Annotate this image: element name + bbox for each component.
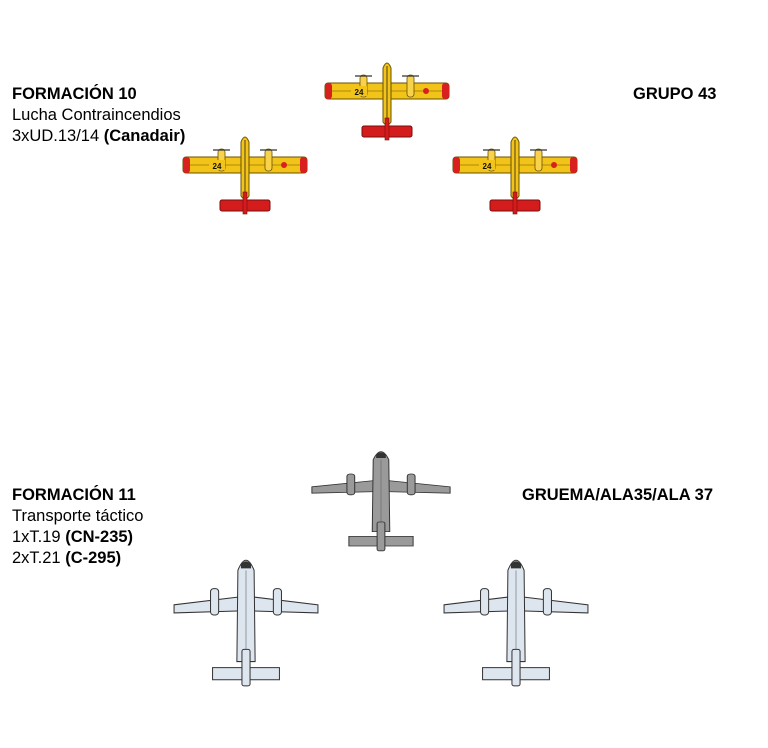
formation11-role: Transporte táctico — [12, 506, 143, 527]
formation10-title: FORMACIÓN 10 — [12, 84, 185, 105]
formation10-aircraft: 3xUD.13/14 (Canadair) — [12, 126, 185, 147]
formation11-group: GRUEMA/ALA35/ALA 37 — [522, 486, 713, 505]
formation11-aircraft-cn235: 1xT.19 (CN-235) — [12, 527, 143, 548]
formation10-group: GRUPO 43 — [633, 85, 716, 104]
formation10-description: FORMACIÓN 10 Lucha Contraincendios 3xUD.… — [12, 84, 185, 147]
c295-aircraft-right — [440, 548, 592, 690]
formation11-aircraft-c295: 2xT.21 (C-295) — [12, 548, 143, 569]
canadair-aircraft-left — [180, 130, 310, 220]
canadair-aircraft-lead — [322, 56, 452, 146]
c295-aircraft-left — [170, 548, 322, 690]
formation11-title: FORMACIÓN 11 — [12, 485, 143, 506]
cn235-aircraft-lead — [308, 442, 454, 554]
canadair-aircraft-right — [450, 130, 580, 220]
formation10-role: Lucha Contraincendios — [12, 105, 185, 126]
formation11-description: FORMACIÓN 11 Transporte táctico 1xT.19 (… — [12, 485, 143, 569]
